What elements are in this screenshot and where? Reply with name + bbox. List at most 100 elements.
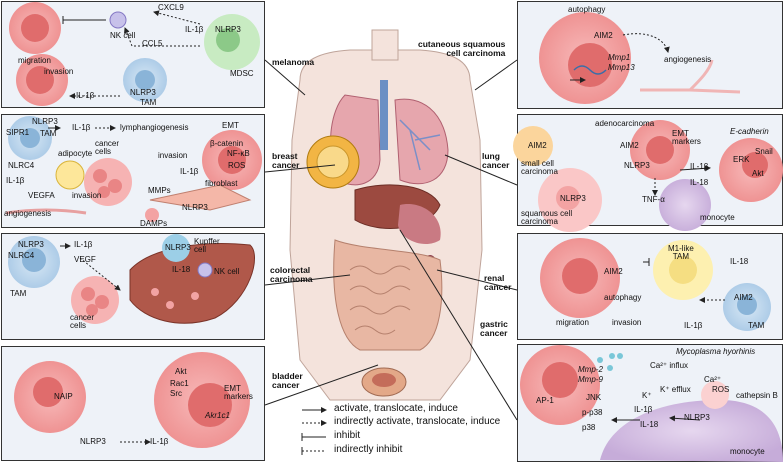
label-il1b: IL-1β <box>150 437 169 446</box>
caption-melanoma: melanoma <box>272 57 315 67</box>
label-nlrc4: NLRC4 <box>8 161 35 170</box>
label-p-p38: p-p38 <box>582 408 603 417</box>
label-src: Src <box>170 389 182 398</box>
label-ca-influx: Ca²⁺ influx <box>650 361 689 370</box>
label-il1b-2: IL-1β <box>180 167 199 176</box>
label-cancer-cells: cancer cells <box>70 313 95 331</box>
melanoma-graphics <box>9 2 260 106</box>
label-k-efflux: K⁺ efflux <box>660 385 691 394</box>
label-nfkb: NF-κB <box>227 149 250 158</box>
legend-lines <box>301 407 327 455</box>
label-small-cell: small cell carcinoma <box>521 159 558 177</box>
label-mmp2: Mmp-2 <box>578 365 603 374</box>
label-erk: ERK <box>733 155 750 164</box>
label-nlrp3-2: NLRP3 <box>182 203 208 212</box>
label-ros: ROS <box>712 385 730 394</box>
label-il1b: IL-1β <box>185 25 204 34</box>
connector-lines <box>264 59 518 421</box>
label-tam: TAM <box>140 98 157 107</box>
label-e-cadherin: E-cadherin <box>730 127 769 136</box>
caption-bladder: bladder cancer <box>272 371 303 391</box>
label-ros: ROS <box>228 161 246 170</box>
label-invasion: invasion <box>158 151 188 160</box>
label-mycoplasma: Mycoplasma hyorhinis <box>676 347 756 356</box>
label-kupffer-cell: Kupffer cell <box>194 237 220 255</box>
label-emt-markers: EMT markers <box>224 384 253 402</box>
label-nlrc4: NLRC4 <box>8 251 35 260</box>
label-rac1: Rac1 <box>170 379 189 388</box>
label-nk-cell: NK cell <box>110 31 136 40</box>
label-aim2-2: AIM2 <box>620 141 639 150</box>
legend-activate: activate, translocate, induce <box>334 403 458 414</box>
label-angiogenesis: angiogenesis <box>664 55 712 64</box>
label-il18: IL-18 <box>172 265 191 274</box>
label-nlrp3-2: NLRP3 <box>130 88 156 97</box>
label-akr1c1: Akr1c1 <box>205 411 230 420</box>
label-aim2: AIM2 <box>528 141 547 150</box>
legend-inhibit: inhibit <box>334 430 361 441</box>
label-invasion: invasion <box>612 318 642 327</box>
label-nlrp3: NLRP3 <box>32 117 58 126</box>
caption-renal: renal cancer <box>484 273 512 293</box>
label-tam: TAM <box>10 289 27 298</box>
label-nlrp3: NLRP3 <box>624 161 650 170</box>
caption-gastric: gastric cancer <box>480 319 508 339</box>
label-akt: Akt <box>175 367 187 376</box>
label-vegfa: VEGFA <box>28 191 55 200</box>
label-nk-cell: NK cell <box>214 267 240 276</box>
label-il1b: IL-1β <box>74 240 93 249</box>
label-adipocyte: adipocyte <box>58 149 93 158</box>
caption-breast: breast cancer <box>272 151 300 171</box>
label-il18: IL-18 <box>690 178 709 187</box>
lung-graphics <box>513 120 783 232</box>
label-migration: migration <box>18 56 51 65</box>
label-tam: TAM <box>40 129 57 138</box>
label-p38: p38 <box>582 423 596 432</box>
label-cxcl9: CXCL9 <box>158 3 184 12</box>
label-emt-markers: EMT markers <box>672 129 701 147</box>
label-mmp13: Mmp13 <box>608 63 635 72</box>
label-cancer-cells: cancer cells <box>95 139 120 157</box>
label-il18: IL-18 <box>640 420 659 429</box>
label-vegf: VEGF <box>74 255 96 264</box>
label-naip: NAIP <box>54 392 73 401</box>
label-aim2-2: AIM2 <box>734 293 753 302</box>
label-monocyte: monocyte <box>700 213 735 222</box>
label-mmps: MMPs <box>148 186 171 195</box>
cutaneous-graphics <box>539 12 741 104</box>
label-nlrp3: NLRP3 <box>18 240 44 249</box>
label-ap1: AP-1 <box>536 396 554 405</box>
label-adenocarcinoma: adenocarcinoma <box>595 119 655 128</box>
colorectal-graphics <box>8 234 255 324</box>
label-tnf-alpha: TNF-α <box>642 195 665 204</box>
label-lymphangiogenesis: lymphangiogenesis <box>120 123 189 132</box>
label-invasion-2: invasion <box>72 191 102 200</box>
label-ccl5: CCL5 <box>142 39 163 48</box>
label-mmp9: Mmp-9 <box>578 375 603 384</box>
caption-cutaneous: cutaneous squamous cell carcinoma <box>418 39 506 59</box>
label-akt: Akt <box>752 169 764 178</box>
human-body-illustration <box>289 29 483 401</box>
label-il18: IL-18 <box>730 257 749 266</box>
label-snail: Snail <box>755 147 773 156</box>
label-fibroblast: fibroblast <box>205 179 238 188</box>
label-il1b-2: IL-1β <box>76 91 95 100</box>
bladder-graphics <box>14 352 250 448</box>
label-mdsc: MDSC <box>230 69 254 78</box>
label-damps: DAMPs <box>140 219 168 228</box>
label-invasion: invasion <box>44 67 74 76</box>
label-tam: TAM <box>748 321 765 330</box>
renal-graphics <box>540 238 771 331</box>
label-aim2: AIM2 <box>594 31 613 40</box>
label-migration: migration <box>556 318 589 327</box>
label-emt: EMT <box>222 121 239 130</box>
label-il1b: IL-1β <box>684 321 703 330</box>
label-aim2: AIM2 <box>604 267 623 276</box>
label-il1b-3: IL-1β <box>6 176 25 185</box>
gastric-graphics <box>520 345 783 462</box>
label-nlrp3: NLRP3 <box>684 413 710 422</box>
label-k: K⁺ <box>642 391 652 400</box>
label-il1b: IL-1β <box>690 162 709 171</box>
legend-indirect-activate: indirectly activate, translocate, induce <box>334 416 501 427</box>
label-squamous-cell: squamous cell carcinoma <box>521 209 573 227</box>
